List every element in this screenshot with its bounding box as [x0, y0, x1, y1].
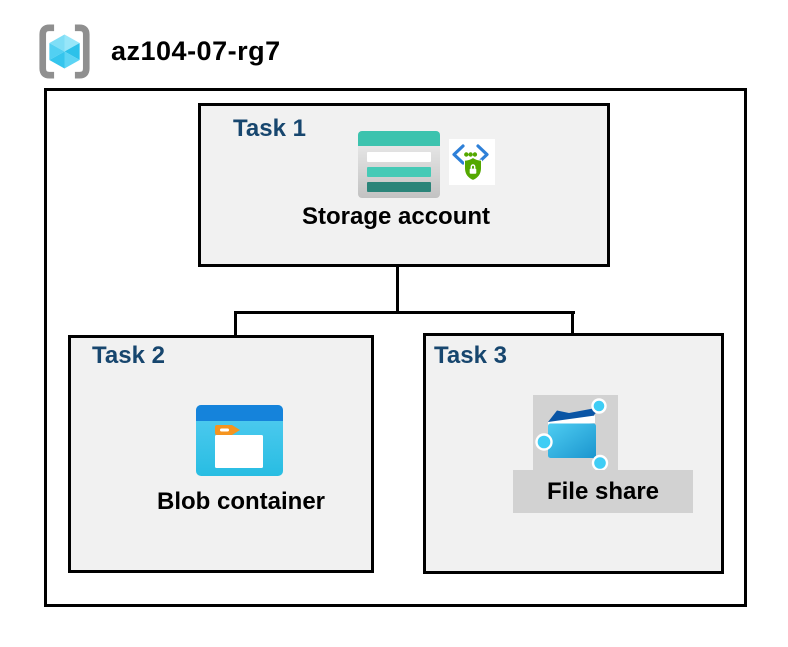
resource-group-header: az104-07-rg7 — [38, 22, 281, 81]
connector-storage-stem — [396, 233, 399, 313]
file-share-label: File share — [546, 477, 660, 505]
task2-box: Task 2 Blob container — [68, 335, 374, 573]
blob-container-icon — [196, 405, 283, 476]
resource-group-name: az104-07-rg7 — [111, 36, 281, 66]
task1-box: Task 1 Storage account — [198, 103, 610, 267]
task3-box: Task 3 File share — [423, 333, 724, 574]
connector-branch — [234, 311, 575, 314]
secured-endpoint-icon — [449, 139, 495, 185]
blob-container-label: Blob container — [156, 488, 326, 515]
task2-label: Task 2 — [92, 342, 165, 369]
file-share-icon — [535, 398, 609, 470]
task1-label: Task 1 — [233, 115, 306, 142]
task3-label: Task 3 — [434, 342, 507, 369]
storage-account-label: Storage account — [301, 203, 491, 230]
resource-group-icon — [39, 24, 90, 79]
storage-account-icon — [358, 131, 440, 198]
file-share-label-highlight: File share — [513, 470, 693, 513]
file-share-icon-highlight — [533, 395, 618, 470]
